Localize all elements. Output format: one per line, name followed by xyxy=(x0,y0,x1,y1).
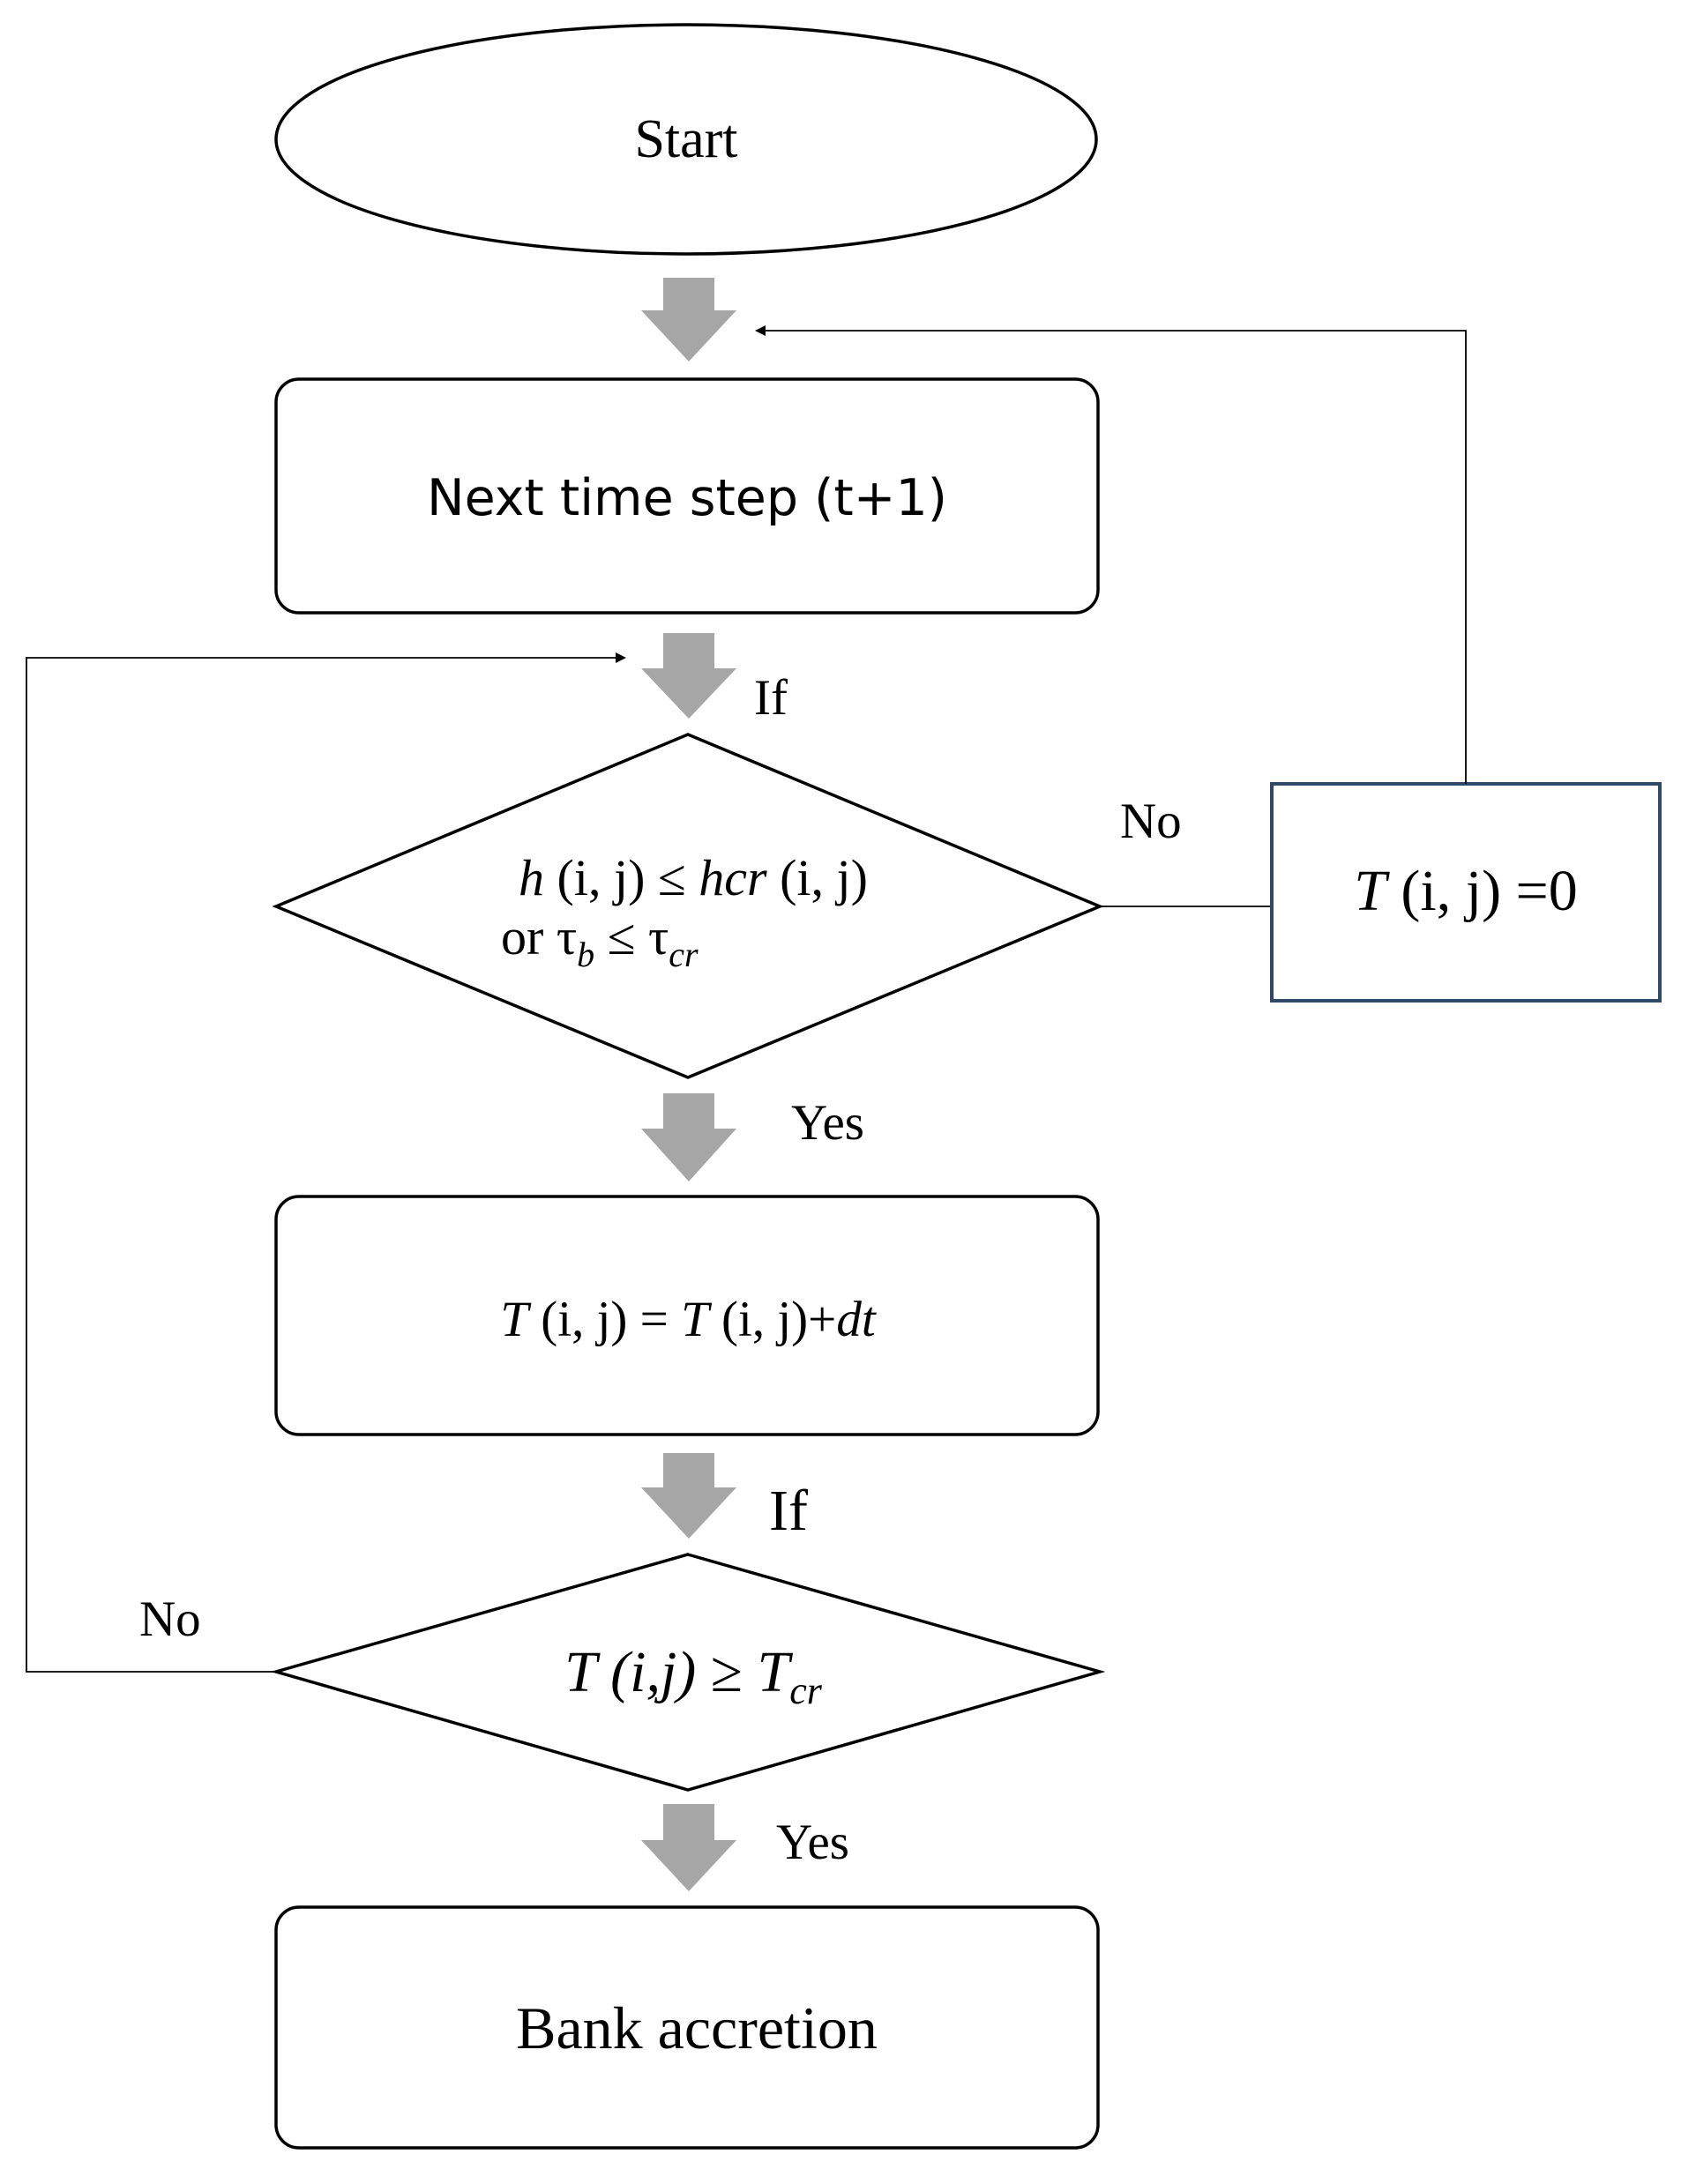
next-time-step-label: Next time step (t+1) xyxy=(427,469,947,527)
condition-2-lhs: T (i,j) xyxy=(564,1640,696,1704)
condition-1-ij-b: (i, j) xyxy=(767,849,868,906)
increment-dt: dt xyxy=(836,1292,877,1347)
increment-T-2: T xyxy=(681,1292,713,1347)
condition-1-line-1: h (i, j) ≤ hcr (i, j) xyxy=(519,849,868,906)
increment-label: T (i, j) = T (i, j)+dt xyxy=(500,1292,877,1347)
yes-label-2: Yes xyxy=(776,1815,849,1870)
flow-arrow-5 xyxy=(641,1804,736,1891)
if-label-2: If xyxy=(769,1479,808,1543)
condition-1-hcr: hcr xyxy=(699,849,767,906)
bank-accretion-node: Bank accretion xyxy=(274,1905,1100,2150)
condition-1-or-tau: or τ xyxy=(501,908,577,965)
reset-label: T (i, j) =0 xyxy=(1354,859,1578,923)
flow-arrow-3 xyxy=(641,1093,736,1181)
flow-arrow-1 xyxy=(641,278,736,362)
condition-1-le-tau: ≤ τ xyxy=(594,908,669,965)
no-label-1: No xyxy=(1120,794,1182,849)
increment-mid-2: (i, j)+ xyxy=(709,1292,837,1347)
condition-2-node: T (i,j) ≥ Tcr xyxy=(270,1553,1106,1792)
increment-node: T (i, j) = T (i, j)+dt xyxy=(274,1195,1100,1436)
no-label-2: No xyxy=(139,1591,201,1647)
reset-T: T xyxy=(1354,859,1390,923)
condition-1-ij-a: (i, j) ≤ xyxy=(544,849,699,906)
condition-1-line-2: or τb ≤ τcr xyxy=(501,908,699,974)
if-label-1: If xyxy=(754,670,788,726)
condition-1-h: h xyxy=(519,849,544,906)
increment-mid-1: (i, j) = xyxy=(528,1292,681,1347)
condition-2-ge: ≥ xyxy=(696,1640,757,1704)
flow-arrow-2 xyxy=(641,633,736,719)
start-node: Start xyxy=(274,23,1098,256)
condition-2-sub-cr: cr xyxy=(789,1669,823,1712)
loop-back-connector-1 xyxy=(755,325,1467,784)
yes-label-1: Yes xyxy=(791,1095,864,1151)
reset-node: T (i, j) =0 xyxy=(1270,782,1662,1003)
loop-back-connector-2 xyxy=(26,652,626,1673)
start-label: Start xyxy=(634,109,737,169)
next-time-step-node: Next time step (t+1) xyxy=(274,377,1100,615)
condition-1-sub-b: b xyxy=(577,935,594,974)
flow-arrow-4 xyxy=(641,1453,736,1539)
condition-2-T: T xyxy=(758,1640,794,1704)
condition-1-sub-cr: cr xyxy=(669,935,699,974)
condition-2-label: T (i,j) ≥ Tcr xyxy=(564,1640,823,1712)
condition-1-node: h (i, j) ≤ hcr (i, j) or τb ≤ τcr xyxy=(272,733,1104,1079)
increment-T-1: T xyxy=(500,1292,532,1347)
reset-rest: (i, j) =0 xyxy=(1386,859,1578,923)
bank-accretion-label: Bank accretion xyxy=(516,1994,878,2061)
